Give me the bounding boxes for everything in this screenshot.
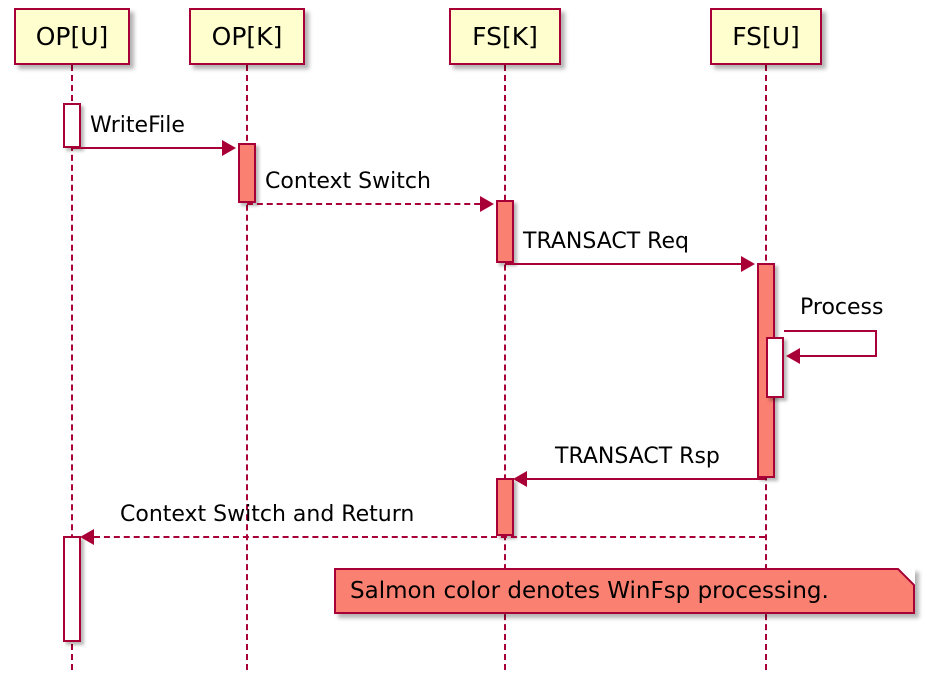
activation-op-k [238, 143, 256, 203]
message-arrowhead-transact-req [741, 256, 755, 272]
participant-fs-u-label: FS[U] [732, 22, 800, 51]
message-line-context-switch [247, 203, 490, 205]
message-line-writefile [72, 147, 232, 149]
lifeline-op-u [71, 65, 73, 670]
participant-op-k-label: OP[K] [211, 22, 283, 51]
message-line-context-switch-return [94, 536, 765, 538]
message-label-transact-rsp: TRANSACT Rsp [555, 444, 720, 469]
message-label-transact-req: TRANSACT Req [523, 229, 689, 254]
activation-fs-k-request [496, 200, 514, 263]
note-text: Salmon color denotes WinFsp processing. [350, 577, 829, 604]
activation-op-u-start [63, 103, 81, 148]
message-line-transact-req [505, 263, 751, 265]
note-fold-corner-icon [897, 568, 915, 586]
activation-op-u-return [63, 536, 81, 642]
message-arrowhead-writefile [222, 140, 236, 156]
participant-fs-k-label: FS[K] [472, 22, 538, 51]
message-label-context-switch: Context Switch [265, 169, 431, 194]
participant-op-u-label: OP[U] [35, 22, 109, 51]
participant-fs-k[interactable]: FS[K] [449, 8, 561, 65]
note-salmon-legend: Salmon color denotes WinFsp processing. [334, 568, 915, 614]
message-line-transact-rsp [527, 478, 765, 480]
participant-fs-u[interactable]: FS[U] [710, 8, 822, 65]
participant-op-u[interactable]: OP[U] [14, 8, 130, 65]
message-label-process: Process [800, 295, 884, 320]
lifeline-fs-k [504, 65, 506, 670]
message-label-context-switch-return: Context Switch and Return [120, 502, 415, 527]
message-arrowhead-transact-rsp [513, 471, 527, 487]
message-arrowhead-context-switch [480, 196, 494, 212]
message-line-process-bottom [800, 355, 876, 357]
activation-fs-u-process [766, 337, 784, 398]
message-line-process-right [875, 330, 877, 357]
message-arrowhead-context-switch-return [80, 529, 94, 545]
participant-op-k[interactable]: OP[K] [189, 8, 305, 65]
lifeline-op-k [246, 65, 248, 670]
message-arrowhead-process [786, 348, 800, 364]
message-label-writefile: WriteFile [90, 113, 185, 138]
message-line-process-top [784, 330, 877, 332]
activation-fs-k-response [496, 478, 514, 536]
